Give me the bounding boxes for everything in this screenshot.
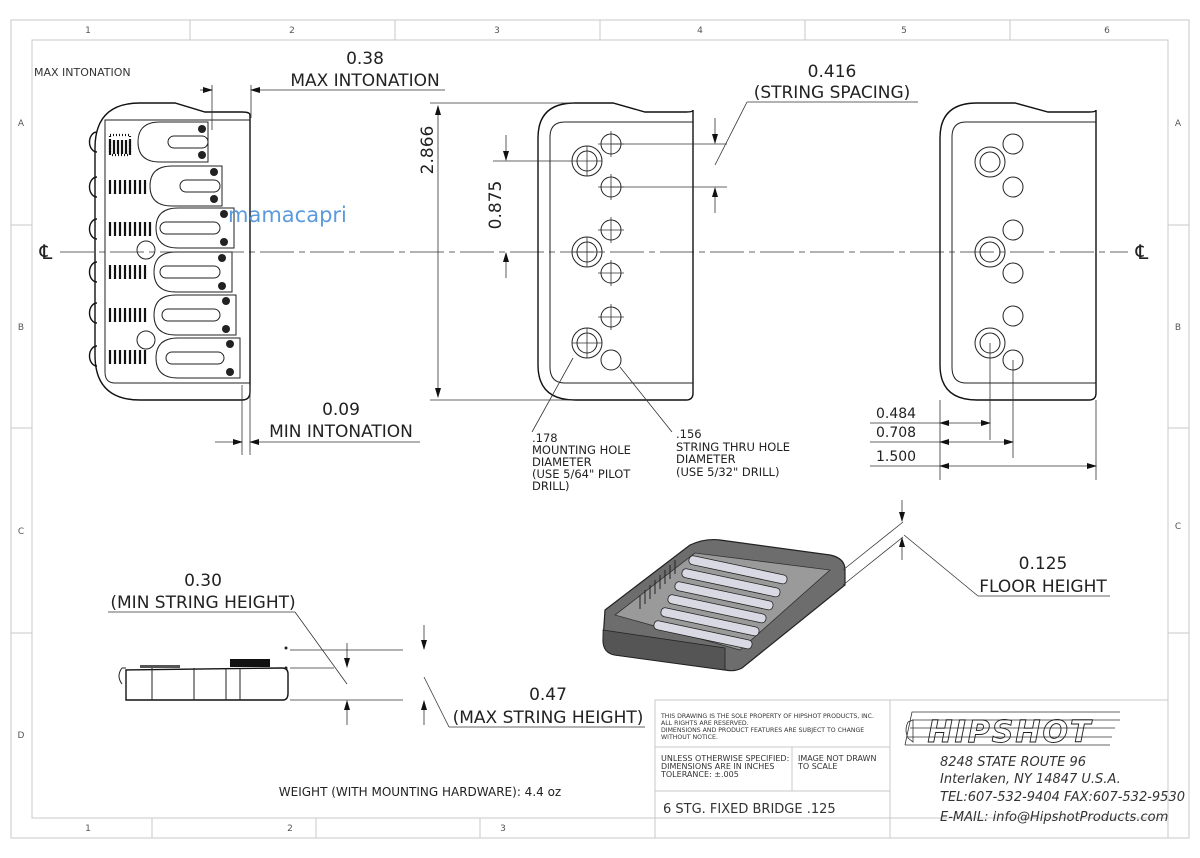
row-label-a: A [18,119,25,129]
scale-notice-line-1: IMAGE NOT DRAWN [798,754,876,763]
mounting-hole-line-3: (USE 5/64" PILOT [532,467,631,481]
sheet-frame [10,19,1190,839]
row-label-b: B [18,323,24,333]
overall-length-dimension [430,102,575,401]
saddles [108,121,241,379]
centerline-symbol-right: ℄ [1135,240,1149,264]
title-block [654,699,1169,839]
column-label-bottom-3: 3 [500,824,506,834]
max-intonation-label: MAX INTONATION [290,71,439,91]
spec-notice-line-1: UNLESS OTHERWISE SPECIFIED: [661,754,789,763]
address-line-1: 8248 STATE ROUTE 96 [940,755,1086,770]
centerline-symbol-left: ℄ [39,240,53,264]
string-spacing-value: 0.416 [808,62,857,82]
column-label-6: 6 [1104,26,1110,36]
row-label-right-c: C [1175,522,1181,532]
string-thru-hole-callout: .156 STRING THRU HOLE DIAMETER (USE 5/32… [676,427,790,479]
spec-notice: UNLESS OTHERWISE SPECIFIED: DIMENSIONS A… [660,754,789,779]
column-label-bottom-1: 1 [85,824,91,834]
floor-height-dimension [842,500,1110,597]
spec-notice-line-3: TOLERANCE: ±.005 [660,770,739,779]
iso-saddles [653,555,788,650]
mount-hole-spacing-value: 0.875 [486,181,506,230]
column-label-5: 5 [901,26,907,36]
isometric-bridge-view [602,538,846,672]
part-title: 6 STG. FIXED BRIDGE .125 [663,802,836,817]
intonation-springs [108,140,156,364]
side-view-bridge [118,646,289,701]
address-email: E-MAIL: info@HipshotProducts.com [940,810,1168,825]
address-line-2: Interlaken, NY 14847 U.S.A. [940,772,1121,787]
string-spacing-label: (STRING SPACING) [754,83,911,103]
bottom-view-plate [537,102,694,401]
row-label-d: D [18,731,25,741]
saddle-4 [153,251,233,293]
saddle-3 [155,207,235,249]
logo-text: HIPSHOT [928,715,1093,750]
min-intonation-label: MIN INTONATION [269,422,413,442]
property-notice-line-3: DIMENSIONS AND PRODUCT FEATURES ARE SUBJ… [661,727,864,734]
saddle-5 [153,294,237,336]
floor-height-value: 0.125 [1019,554,1068,574]
adjustment-screw-heads [88,131,98,367]
watermark: mamacapri [228,203,347,227]
saddle-1 [108,121,209,163]
property-notice: THIS DRAWING IS THE SOLE PROPERTY OF HIP… [660,713,874,741]
max-string-height-value: 0.47 [529,685,567,705]
max-string-height-label: (MAX STRING HEIGHT) [453,708,644,728]
column-label-2: 2 [289,26,295,36]
min-intonation-value: 0.09 [322,400,360,420]
property-notice-line-2: ALL RIGHTS ARE RESERVED. [661,720,749,727]
mount-hole-spacing-dimension [493,135,572,278]
min-string-height-value: 0.30 [184,571,222,591]
saddle-6 [155,337,241,379]
mounting-hole-value: .178 [532,431,558,445]
column-label-3: 3 [494,26,500,36]
right-view-dimensions [870,343,1097,480]
max-intonation-dimension [200,85,445,130]
overall-length-value: 2.866 [418,126,438,175]
scale-notice: IMAGE NOT DRAWN TO SCALE [797,754,876,771]
row-label-right-a: A [1175,119,1182,129]
top-view-bridge [88,102,251,401]
address-phone-fax: TEL:607-532-9404 FAX:607-532-9530 [940,790,1185,805]
property-notice-line-1: THIS DRAWING IS THE SOLE PROPERTY OF HIP… [660,713,874,720]
min-string-height-label: (MIN STRING HEIGHT) [110,593,295,613]
string-thru-hole-line-2: DIAMETER [676,452,736,466]
column-label-bottom-2: 2 [287,824,293,834]
spec-notice-line-2: DIMENSIONS ARE IN INCHES [661,762,774,771]
mounting-holes [571,145,603,359]
dim-1500: 1.500 [876,449,916,465]
max-intonation-caption: MAX INTONATION [34,66,131,79]
weight-note: WEIGHT (WITH MOUNTING HARDWARE): 4.4 oz [279,785,561,799]
saddle-2 [149,165,223,207]
floor-height-label: FLOOR HEIGHT [979,577,1107,597]
string-thru-hole-value: .156 [676,427,702,441]
min-intonation-dimension [215,385,420,455]
string-height-dimensions [108,611,645,728]
dim-0708: 0.708 [876,425,916,441]
mounting-hole-callout: .178 MOUNTING HOLE DIAMETER (USE 5/64" P… [532,431,631,493]
row-label-c: C [18,527,24,537]
company-address: 8248 STATE ROUTE 96 Interlaken, NY 14847… [940,755,1185,825]
mounting-hole-line-4: DRILL) [532,479,570,493]
max-intonation-value: 0.38 [346,49,384,69]
string-spacing-dimension [611,101,918,213]
right-view-plate [939,102,1097,401]
row-label-right-b: B [1175,323,1181,333]
string-thru-hole-leader [619,366,673,433]
hipshot-logo: HIPSHOT [904,711,1120,750]
mounting-hole-line-2: DIAMETER [532,455,592,469]
scale-notice-line-2: TO SCALE [797,762,837,771]
property-notice-line-4: WITHOUT NOTICE. [661,734,718,741]
string-thru-hole-line-3: (USE 5/32" DRILL) [676,465,779,479]
string-thru-hole-line-1: STRING THRU HOLE [676,440,790,454]
column-label-4: 4 [697,26,703,36]
mounting-hole-leader [531,357,574,433]
mounting-hole-line-1: MOUNTING HOLE [532,443,631,457]
column-label-1: 1 [85,26,91,36]
dim-0484: 0.484 [876,406,916,422]
